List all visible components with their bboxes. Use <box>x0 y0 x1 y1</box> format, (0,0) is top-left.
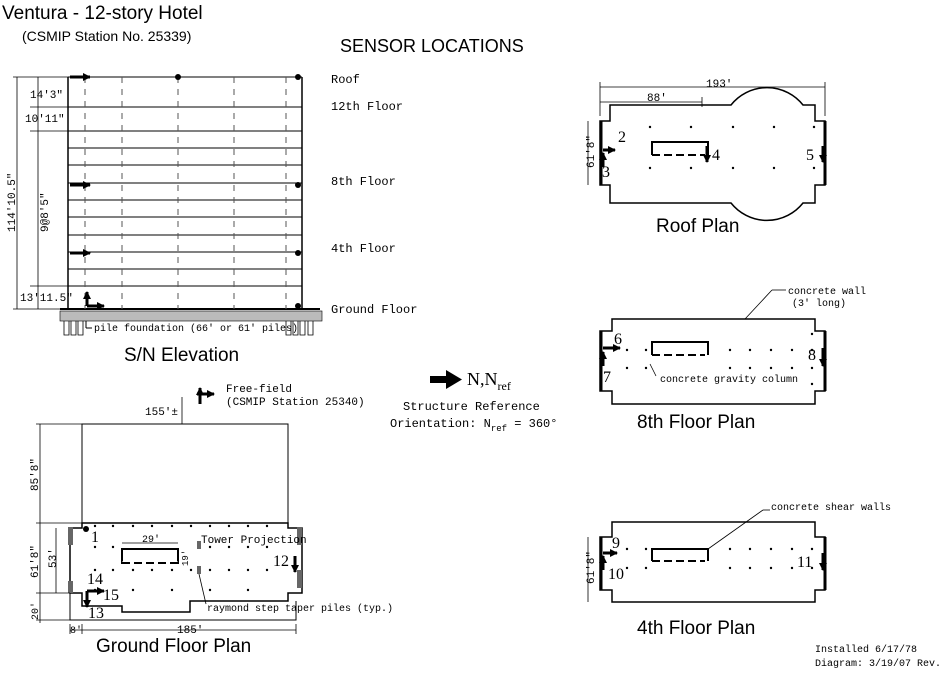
foundation-band <box>59 310 323 322</box>
installed-date: Installed 6/17/78 <box>815 644 917 656</box>
dim-114-10-5: 114'10.5" <box>7 173 19 232</box>
free-field-arrows-icon <box>196 387 215 404</box>
tower-projection-label: Tower Projection <box>201 535 307 547</box>
pile-group-left <box>63 321 84 336</box>
dim-13-11-5: 13'11.5" <box>20 293 73 305</box>
floor-lines <box>60 76 320 310</box>
sensor-13-14-15-arrows-icon <box>83 587 105 608</box>
dim-20: 20' <box>30 602 42 620</box>
free-field-label: Free-field <box>226 384 292 396</box>
sensor-10-label: 10 <box>608 566 624 583</box>
sensor-6-label: 6 <box>614 331 622 348</box>
orientation-line: Orientation: Nref = 360° <box>390 417 557 434</box>
fourth-plan-title: 4th Floor Plan <box>637 618 755 639</box>
sensor-4th-right-dot-icon <box>295 250 301 256</box>
sn-elevation: pile foundation (66' or 61' piles) Roof … <box>7 73 417 366</box>
sensor-roof-right-dot-icon <box>295 74 301 80</box>
sensor-6-7-arrows-icon <box>599 344 621 366</box>
eighth-floor-plan: 6 7 8 concrete wall (3' long) concrete g… <box>599 286 866 433</box>
elevation-title: S/N Elevation <box>124 345 239 366</box>
sensor-locations-heading: SENSOR LOCATIONS <box>340 36 524 56</box>
dim-61-8-ground: 61'8" <box>30 545 42 578</box>
dim-53: 53' <box>48 548 60 568</box>
dim-19: 19' <box>181 550 191 566</box>
fourth-floor-plan: 9 10 11 concrete shear walls 61'8" 4th F… <box>586 502 891 639</box>
roof-plan-title: Roof Plan <box>656 216 739 237</box>
sensor-13-label: 13 <box>88 605 104 622</box>
label-ground-floor: Ground Floor <box>331 303 417 317</box>
north-reference: N,Nref Structure Reference Orientation: … <box>390 369 557 434</box>
eighth-column-dots <box>625 332 814 386</box>
structure-reference: Structure Reference <box>403 400 540 414</box>
roof-column-dots <box>648 125 816 170</box>
sensor-7-label: 7 <box>603 369 611 386</box>
sensor-11-label: 11 <box>797 554 812 571</box>
pile-group-right <box>285 321 314 336</box>
dim-155: 155'± <box>145 407 178 419</box>
sensor-ground-right-dot-icon <box>295 303 301 309</box>
fourth-dim-61-8: 61'8" <box>586 551 598 584</box>
ground-floor-plan: 29' 19' Tower Projection 1 12 14 15 13 r… <box>30 384 393 657</box>
sensor-9-label: 9 <box>612 535 620 552</box>
sensor-8-label: 8 <box>808 347 816 364</box>
label-roof: Roof <box>331 73 360 87</box>
dim-8: 8' <box>70 625 82 637</box>
sensor-4-label: 4 <box>712 147 720 164</box>
roof-plan: 2 3 4 5 193' 88' 61'8" Roof Plan <box>586 79 827 237</box>
sensor-roof-center-dot-icon <box>175 74 181 80</box>
sensor-3-label: 3 <box>602 164 610 181</box>
dim-9-at-8-5: 9@8'5" <box>40 192 52 232</box>
dim-185: 185' <box>177 625 203 637</box>
diagram-title: Ventura - 12-story Hotel <box>2 3 203 24</box>
wall-note-2: (3' long) <box>792 298 846 310</box>
roof-tower-box <box>651 141 709 155</box>
shear-walls-note: concrete shear walls <box>771 502 891 514</box>
elevation-dimension-lines <box>13 76 68 310</box>
sensor-5-label: 5 <box>806 147 814 164</box>
roof-dim-88: 88' <box>647 93 667 105</box>
sensor-2-3-arrows-icon <box>599 146 616 167</box>
sensor-9-10-arrows-icon <box>599 549 618 570</box>
ground-plan-title: Ground Floor Plan <box>96 636 251 657</box>
tower-projection-box <box>121 548 179 564</box>
sensor-ground-arrows-icon <box>83 291 105 310</box>
dim-85-8: 85'8" <box>30 458 42 491</box>
north-label: N,Nref <box>467 369 511 393</box>
dim-14-3: 14'3" <box>30 90 63 102</box>
sensor-1-label: 1 <box>91 529 99 546</box>
sensor-12-label: 12 <box>273 553 289 570</box>
diagram-revision: Diagram: 3/19/07 Rev. <box>815 658 941 670</box>
gravity-column-note: concrete gravity column <box>660 374 798 386</box>
sensor-15-label: 15 <box>103 587 119 604</box>
free-field-station: (CSMIP Station 25340) <box>226 397 365 409</box>
dim-29: 29' <box>142 534 160 546</box>
station-number: (CSMIP Station No. 25339) <box>22 28 191 44</box>
sensor-14-label: 14 <box>87 571 103 588</box>
label-4th-floor: 4th Floor <box>331 242 396 256</box>
pile-hatches <box>68 527 302 593</box>
dim-10-11: 10'11" <box>25 114 65 126</box>
eighth-plan-title: 8th Floor Plan <box>637 412 755 433</box>
roof-dim-61-8: 61'8" <box>586 135 598 168</box>
wall-note-1: concrete wall <box>788 286 866 298</box>
fourth-column-dots <box>625 547 814 570</box>
sensor-1-dot-icon <box>83 526 89 532</box>
label-12th-floor: 12th Floor <box>331 100 403 114</box>
foundation-label: pile foundation (66' or 61' piles) <box>94 323 298 335</box>
north-arrow-icon <box>430 370 462 389</box>
roof-dim-193: 193' <box>706 79 732 91</box>
sensor-2-label: 2 <box>618 129 626 146</box>
label-8th-floor: 8th Floor <box>331 175 396 189</box>
piles-note: raymond step taper piles (typ.) <box>207 603 393 615</box>
sensor-8th-right-dot-icon <box>295 182 301 188</box>
ground-column-dots <box>93 524 269 592</box>
